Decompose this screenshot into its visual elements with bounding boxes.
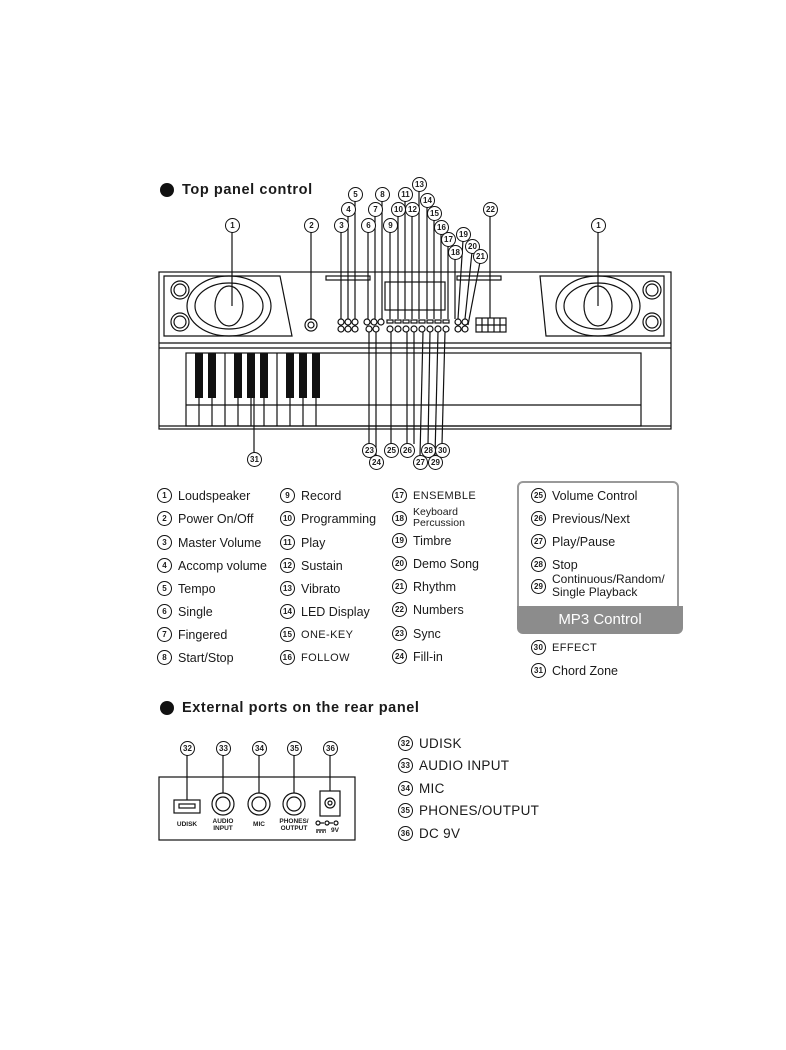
callout-6: 6	[361, 218, 376, 233]
callout-9: 9	[383, 218, 398, 233]
callout-33: 33	[216, 741, 231, 756]
callout-7: 7	[368, 202, 383, 217]
callout-4: 4	[341, 202, 356, 217]
callout-26: 26	[400, 443, 415, 458]
rear-panel-heading: External ports on the rear panel	[160, 700, 420, 716]
port-label-dc: 9V	[331, 827, 339, 834]
rear-panel-box	[158, 776, 356, 841]
callout-24: 24	[369, 455, 384, 470]
callout-1-right: 1	[591, 218, 606, 233]
callout-3: 3	[334, 218, 349, 233]
callout-5: 5	[348, 187, 363, 202]
right-speaker-housing	[539, 275, 665, 337]
callout-19: 19	[456, 227, 471, 242]
bullet-icon	[160, 183, 174, 197]
callout-25: 25	[384, 443, 399, 458]
port-label-mic: MIC	[253, 821, 265, 828]
rear-panel-title: External ports on the rear panel	[182, 700, 420, 716]
callout-34: 34	[252, 741, 267, 756]
dc-jack	[319, 790, 341, 817]
callout-29: 29	[428, 455, 443, 470]
callout-31: 31	[247, 452, 262, 467]
callout-36: 36	[323, 741, 338, 756]
callout-22: 22	[483, 202, 498, 217]
phones-jack	[282, 792, 306, 816]
callout-35: 35	[287, 741, 302, 756]
keyboard-body	[158, 271, 672, 430]
top-panel-heading: Top panel control	[160, 182, 313, 198]
callout-8: 8	[375, 187, 390, 202]
callout-12: 12	[405, 202, 420, 217]
mic-jack	[247, 792, 271, 816]
callout-21: 21	[473, 249, 488, 264]
callout-1-left: 1	[225, 218, 240, 233]
callout-11: 11	[398, 187, 413, 202]
audio-input-jack	[211, 792, 235, 816]
callout-13: 13	[412, 177, 427, 192]
port-label-udisk: UDISK	[176, 821, 198, 828]
mp3-control-title: MP3 Control	[517, 606, 683, 634]
bullet-icon	[160, 701, 174, 715]
callout-18: 18	[448, 245, 463, 260]
top-panel-title: Top panel control	[182, 182, 313, 198]
callout-15: 15	[427, 206, 442, 221]
left-speaker-housing	[163, 275, 293, 337]
callout-27: 27	[413, 455, 428, 470]
callout-32: 32	[180, 741, 195, 756]
port-label-phones: PHONES/OUTPUT	[279, 818, 309, 832]
callout-17: 17	[441, 232, 456, 247]
callout-2: 2	[304, 218, 319, 233]
callout-14: 14	[420, 193, 435, 208]
callout-30: 30	[435, 443, 450, 458]
udisk-port	[173, 799, 201, 814]
